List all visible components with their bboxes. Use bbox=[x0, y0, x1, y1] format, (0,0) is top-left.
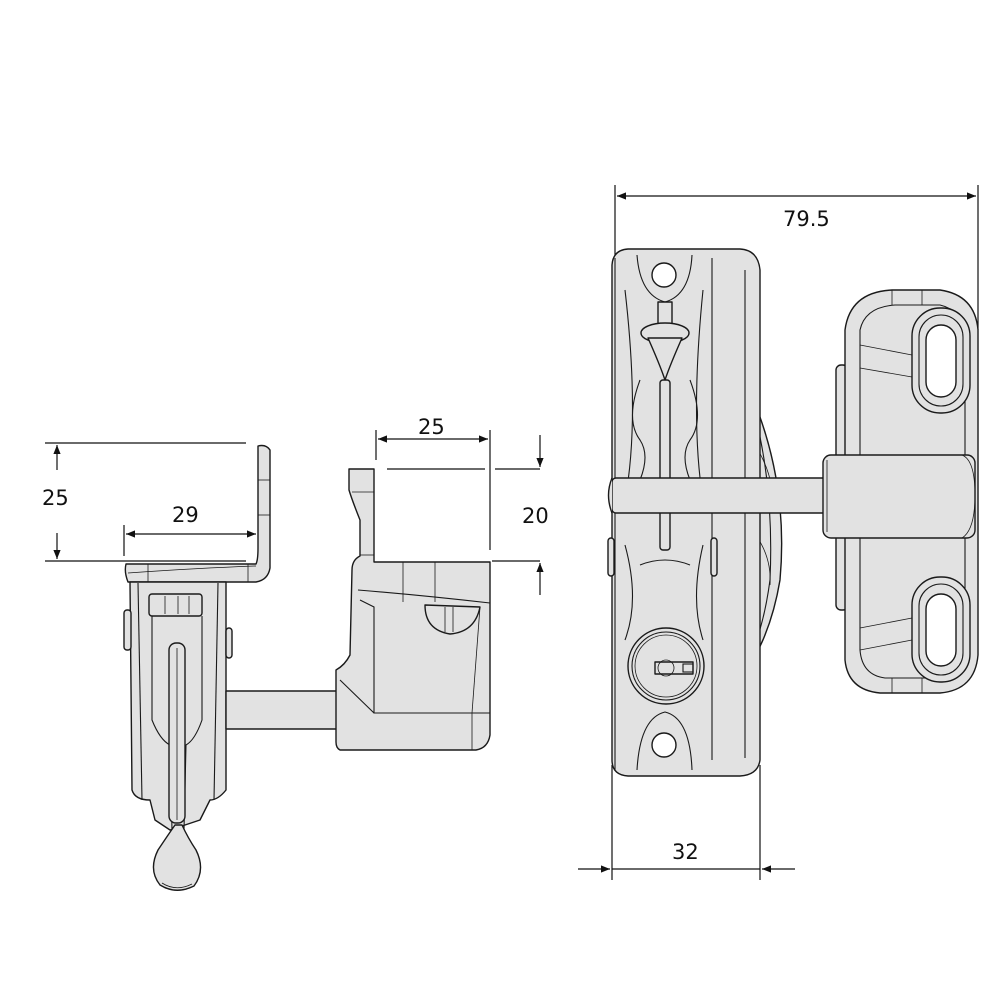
dimension-bracket-29 bbox=[123, 525, 256, 556]
front-view bbox=[578, 185, 979, 880]
dimension-keeper-20 bbox=[387, 435, 544, 595]
keeper-side bbox=[335, 468, 491, 751]
side-view bbox=[45, 430, 544, 891]
dim-label-keeper-20: 20 bbox=[522, 504, 549, 528]
dim-label-overall-79-5: 79.5 bbox=[783, 207, 830, 231]
dimension-overall-79-5 bbox=[614, 185, 979, 330]
dimension-height-25 bbox=[45, 442, 246, 562]
dim-label-keeper-25: 25 bbox=[418, 415, 445, 439]
dimension-keeper-25 bbox=[375, 430, 491, 550]
keeper-plate bbox=[822, 289, 979, 694]
dim-label-bracket-29: 29 bbox=[172, 503, 199, 527]
slide-bar-side bbox=[225, 690, 339, 730]
dim-label-height-25: 25 bbox=[42, 486, 69, 510]
dimension-body-32 bbox=[578, 765, 795, 880]
dim-label-body-32: 32 bbox=[672, 840, 699, 864]
latch-body bbox=[123, 581, 233, 891]
latch-bracket bbox=[124, 444, 271, 583]
slide-bar-front bbox=[607, 477, 828, 514]
